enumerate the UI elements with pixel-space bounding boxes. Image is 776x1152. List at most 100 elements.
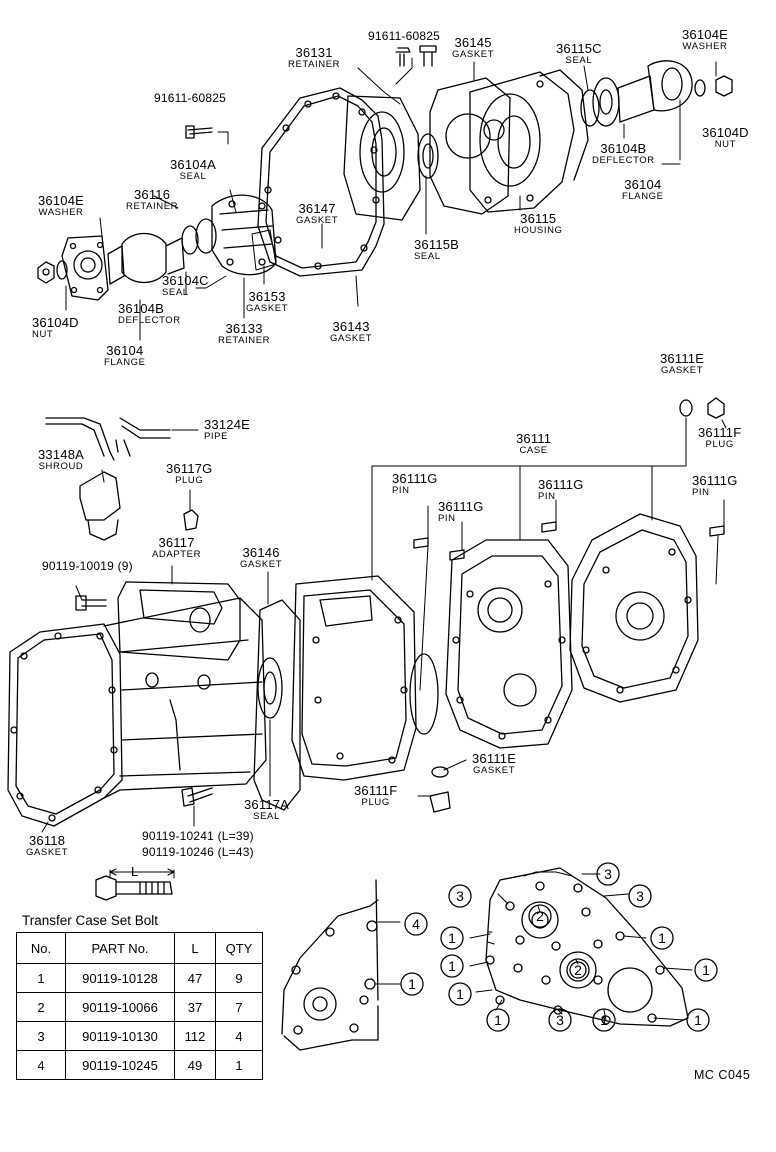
callout-1-a: 1	[440, 926, 464, 950]
svg-text:1: 1	[448, 930, 456, 946]
left-nut-shape	[37, 261, 55, 284]
extension-housing-gasket	[7, 623, 123, 827]
case-gasket-shape	[253, 599, 301, 811]
header-qty: QTY	[215, 932, 263, 964]
table-row: 2 90119-10066 37 7	[16, 992, 263, 1022]
callout-3-d: 3	[548, 1008, 572, 1032]
cell-qty: 9	[215, 963, 263, 993]
upper-retainer-shape	[343, 95, 421, 221]
cell-part: 90119-10245	[65, 1050, 175, 1080]
cell-no: 4	[16, 1050, 66, 1080]
svg-text:1: 1	[494, 1012, 502, 1028]
large-gasket-outline	[257, 87, 385, 277]
main-case-assembly	[7, 397, 725, 901]
left-washer-shape	[56, 260, 68, 280]
callout-1-d: 1	[650, 926, 674, 950]
cell-part: 90119-10130	[65, 1021, 175, 1051]
center-case-shape	[445, 539, 573, 749]
label-90119-10241: 90119-10241 (L=39)	[142, 829, 254, 843]
extension-housing-body	[103, 597, 267, 799]
cell-qty: 1	[215, 1050, 263, 1080]
bolt-length-dimension-label: L	[131, 864, 139, 879]
cell-qty: 4	[215, 1021, 263, 1051]
svg-text:1: 1	[600, 1012, 608, 1028]
cell-l: 47	[174, 963, 216, 993]
svg-text:3: 3	[636, 888, 644, 904]
adapter-shape	[117, 581, 241, 661]
callout-3-b: 3	[448, 884, 472, 908]
callout-1-h: 1	[592, 1008, 616, 1032]
label-90119-10019: 90119-10019 (9)	[42, 559, 133, 573]
upper-output-assembly	[37, 45, 733, 301]
callout-3-c: 3	[628, 884, 652, 908]
table-row: 4 90119-10245 49 1	[16, 1050, 263, 1080]
breather-pipe-shape	[45, 417, 171, 461]
middle-leader-lines	[41, 417, 727, 833]
cell-l: 37	[174, 992, 216, 1022]
label-91611-60825-left: 91611-60825	[154, 91, 227, 105]
header-no: No.	[16, 932, 66, 964]
cell-no: 3	[16, 1021, 66, 1051]
shroud-shape	[79, 471, 121, 521]
callout-1-left: 1	[400, 972, 424, 996]
svg-text:3: 3	[456, 888, 464, 904]
left-retainer-shape	[121, 232, 167, 284]
bolt-location-view-right	[485, 867, 689, 1027]
callout-2-b: 2	[566, 958, 590, 982]
callout-3-a: 3	[596, 862, 620, 886]
set-bolt-illustration	[95, 875, 117, 901]
front-case-shape	[291, 575, 417, 781]
svg-text:3: 3	[604, 866, 612, 882]
svg-text:4: 4	[412, 916, 420, 932]
diagram-code: MC C045	[694, 1068, 751, 1082]
rear-case-shape	[569, 513, 699, 703]
svg-text:1: 1	[456, 986, 464, 1002]
svg-text:3: 3	[556, 1012, 564, 1028]
svg-text:2: 2	[536, 908, 544, 924]
cell-part: 90119-10066	[65, 992, 175, 1022]
callout-4: 4	[404, 912, 428, 936]
transfer-housing-shape	[469, 71, 575, 213]
svg-text:1: 1	[448, 958, 456, 974]
callout-2-a: 2	[528, 904, 552, 928]
cell-no: 1	[16, 963, 66, 993]
right-flange-shape	[647, 60, 693, 112]
svg-text:2: 2	[574, 962, 582, 978]
table-header-row: No. PART No. L QTY	[16, 932, 263, 964]
callout-1-c: 1	[448, 982, 472, 1006]
bolt-callouts: 4 1 3 3 3 2 2 1 1 1 1 1 1 1 3 1	[400, 862, 718, 1032]
callout-1-b: 1	[440, 954, 464, 978]
header-part-no: PART No.	[65, 932, 175, 964]
callout-connector-lines	[469, 873, 693, 1021]
table-row: 1 90119-10128 47 9	[16, 963, 263, 993]
label-91611-60825-top: 91611-60825	[368, 29, 441, 43]
